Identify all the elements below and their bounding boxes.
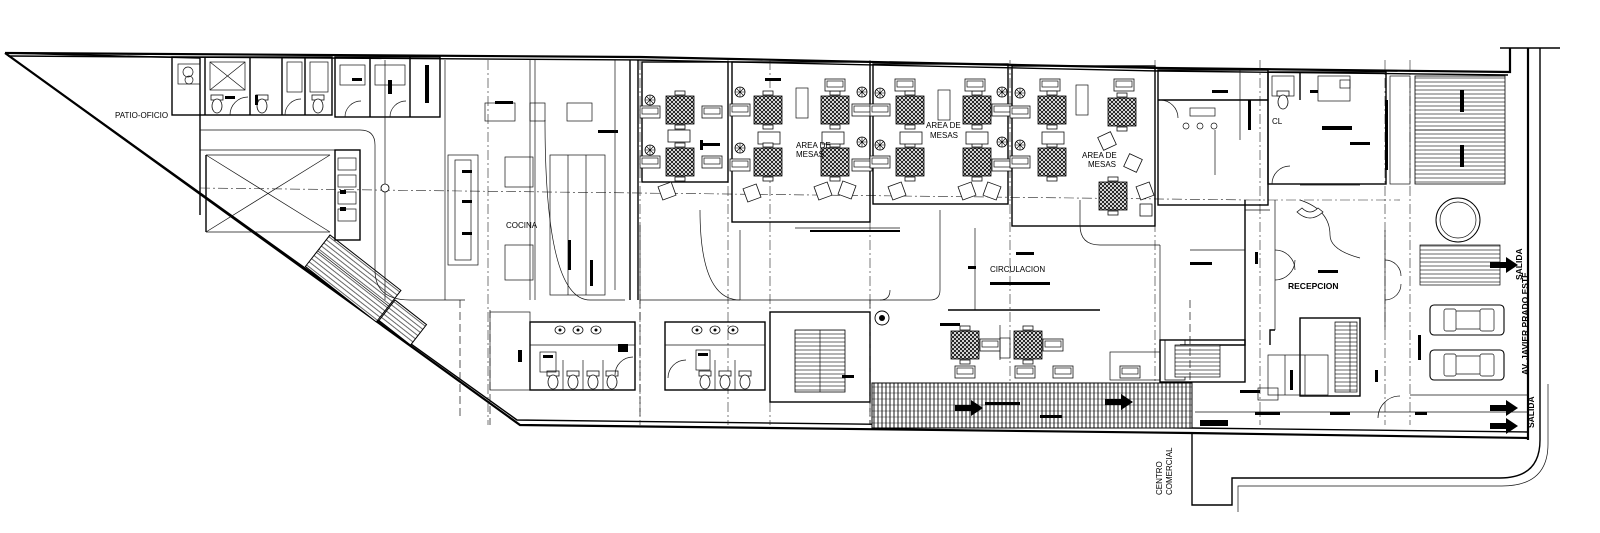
lounge-seating xyxy=(950,325,1186,381)
patio-oficio: PATIO-OFICIO xyxy=(4,52,340,233)
kitchen: COCINA xyxy=(334,101,618,296)
label-circulacion: CIRCULACION xyxy=(990,265,1045,274)
label-salida-top: SALIDA xyxy=(1514,248,1524,280)
kitchen-walls xyxy=(200,60,639,301)
building-outline xyxy=(4,47,1560,512)
label-cl: CL xyxy=(1272,117,1283,126)
stair-center xyxy=(769,310,890,403)
label-area-mesas-2b: MESAS xyxy=(930,131,958,140)
street-labels: CENTRO COMERCIAL SALIDA SALIDA AV. JAVIE… xyxy=(1155,248,1536,495)
label-area-mesas-3a: AREA DE xyxy=(1082,151,1117,160)
dashed-walls xyxy=(459,300,1191,430)
storage-rooms xyxy=(334,56,441,118)
service-bathrooms xyxy=(171,56,333,116)
label-area-mesas-1a: AREA DE xyxy=(796,141,831,150)
label-area-mesas-3b: MESAS xyxy=(1088,160,1116,169)
back-office: CL xyxy=(1157,69,1506,206)
label-centro: CENTRO xyxy=(1155,461,1164,495)
label-recepcion: RECEPCION xyxy=(1288,281,1339,291)
dining-area-3: AREA DE MESAS xyxy=(1009,65,1160,246)
parking xyxy=(1195,197,1528,434)
label-area-mesas-1b: MESAS xyxy=(796,150,824,159)
label-cocina: COCINA xyxy=(506,221,538,230)
stair-left-2 xyxy=(378,299,428,346)
stair-lower-right xyxy=(1159,317,1401,419)
public-bathrooms xyxy=(489,311,766,391)
stair-left xyxy=(304,234,402,323)
dining-area-2: AREA DE MESAS xyxy=(869,63,1013,205)
label-salida-bottom: SALIDA xyxy=(1526,396,1536,428)
label-area-mesas-2a: AREA DE xyxy=(926,121,961,130)
label-comercial: COMERCIAL xyxy=(1165,447,1174,495)
label-patio-oficio: PATIO-OFICIO xyxy=(115,111,168,120)
dining-area-1: AREA DE MESAS xyxy=(639,61,900,229)
ramp xyxy=(871,382,1193,429)
reception: RECEPCION xyxy=(1180,184,1402,346)
label-avenida: AV. JAVIER PRADO ESTE xyxy=(1520,272,1530,375)
circulation: CIRCULACION xyxy=(639,209,1161,360)
